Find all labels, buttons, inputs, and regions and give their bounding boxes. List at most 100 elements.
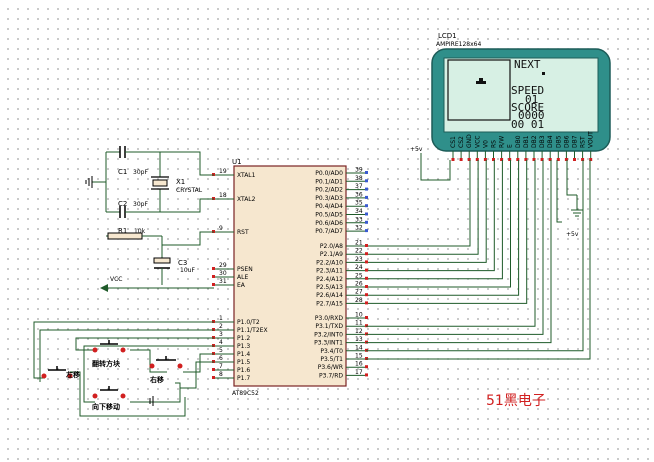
mcu-pin-number-14: 14 xyxy=(355,344,363,351)
mcu-pin-dot-36 xyxy=(365,195,368,199)
lcd-pin-name-3: VCC xyxy=(474,136,481,148)
next-block-preview xyxy=(542,72,545,75)
mcu-pin-name-8: P1.7 xyxy=(237,375,250,382)
mcu-pin-number-10: 10 xyxy=(355,312,363,319)
mcu-pin-name-4: P1.3 xyxy=(237,343,250,350)
mcu-pin-name-33: P0.6/AD6 xyxy=(315,220,343,227)
mcu-pin-number-15: 15 xyxy=(355,353,363,360)
mcu-pin-number-29: 29 xyxy=(219,262,227,269)
power-5v-right-wire xyxy=(556,160,562,223)
lcd-pin-name-14: DB6 xyxy=(563,135,570,148)
lcd-pin-dot-3 xyxy=(475,158,479,161)
x1-desc-label: CRYSTAL xyxy=(176,187,203,194)
mcu-pin-number-3: 3 xyxy=(219,331,223,338)
mcu-pin-number-16: 16 xyxy=(355,361,363,368)
mcu-part-label: AT89C52 xyxy=(232,390,259,397)
mcu-pin-number-27: 27 xyxy=(355,289,363,296)
lcd-pin-name-5: RS xyxy=(491,140,498,148)
lcd-line-speed: SPEED xyxy=(511,84,544,97)
lcd-pin-name-2: GND xyxy=(466,134,473,148)
mcu-pin-name-16: P3.6/WR xyxy=(318,364,343,371)
mcu-pin-name-17: P3.7/RD xyxy=(319,372,343,379)
mcu-pin-dot-30 xyxy=(212,275,215,278)
mcu-pin-name-35: P0.4/AD4 xyxy=(315,203,343,210)
lcd-pin-dot-5 xyxy=(492,158,495,161)
mcu-pin-number-4: 4 xyxy=(219,339,223,346)
mcu-pin-dot-35 xyxy=(365,204,368,208)
brand-watermark: 51黑电子 xyxy=(486,393,546,409)
r1-ref-label: R1 xyxy=(118,227,127,235)
mcu-pin-name-5: P1.4 xyxy=(237,351,250,358)
mcu-pin-name-11: P3.1/TXD xyxy=(315,323,343,330)
lcd-pin-name-0: CS1 xyxy=(450,136,457,148)
mcu-pin-name-6: P1.5 xyxy=(237,359,250,366)
lcd-pin-dot-12 xyxy=(548,158,552,161)
mcu-pin-name-23: P2.2/A10 xyxy=(316,259,343,266)
lcd-module[interactable]: LCD1 AMPIRE128x64 NEXT SPEED 01 SCORE 00… xyxy=(431,32,611,161)
right-button[interactable]: 右移 xyxy=(149,356,183,384)
lcd-pin-dot-10 xyxy=(532,158,536,161)
mcu-pin-dot-39 xyxy=(365,171,368,174)
mcu-pin-number-11: 11 xyxy=(355,320,363,327)
mcu-pin-name-21: P2.0/A8 xyxy=(320,243,343,250)
mcu-pin-dot-34 xyxy=(365,212,368,216)
mcu-pin-name-3: P1.2 xyxy=(237,335,250,342)
lcd-pin-dot-16 xyxy=(581,158,585,161)
lcd-pin-dot-7 xyxy=(508,158,512,161)
mcu-pin-name-14: P3.4/T0 xyxy=(320,348,343,355)
mcu-pin-number-39: 39 xyxy=(355,167,363,174)
bus-wire-0 xyxy=(366,160,471,247)
mcu-pin-number-5: 5 xyxy=(219,347,223,354)
lcd-pin-dot-1 xyxy=(459,158,463,161)
mcu-pin-name-2: P1.1/T2EX xyxy=(237,327,268,334)
mcu-pin-name-26: P2.5/A13 xyxy=(316,284,343,291)
mcu-pin-name-18: XTAL2 xyxy=(237,196,256,203)
lcd-line-next: NEXT xyxy=(514,58,541,71)
mcu-at89c52[interactable]: U1 AT89C52 19XTAL118XTAL29RST29PSEN30ALE… xyxy=(212,158,368,397)
mcu-pin-name-12: P3.2/INT0 xyxy=(314,331,343,338)
mcu-pin-name-19: XTAL1 xyxy=(237,172,256,179)
lcd-pin-dot-2 xyxy=(467,158,471,161)
mcu-pin-dot-38 xyxy=(365,179,368,183)
lcd-pin-dot-9 xyxy=(524,158,528,161)
lcd-pin-name-16: RST xyxy=(580,136,587,148)
mcu-pin-dot-8 xyxy=(212,376,215,379)
p3-wire-2 xyxy=(366,160,552,344)
c1-ref-label: C1 xyxy=(118,168,127,176)
button-panel[interactable]: 翻转方块 左移 右移 向下移动 xyxy=(33,321,214,417)
c3-value-label: 10uF xyxy=(180,267,195,274)
lcd-pin-name-9: DB1 xyxy=(523,135,530,148)
falling-block xyxy=(479,78,483,81)
left-button[interactable]: 左移 xyxy=(41,366,81,379)
down-button-label: 向下移动 xyxy=(92,402,120,411)
mcu-pin-name-24: P2.3/A11 xyxy=(316,268,343,275)
lcd-pin-name-12: DB4 xyxy=(547,135,554,148)
mcu-pin-number-18: 18 xyxy=(219,192,227,199)
c1-value-label: 30pF xyxy=(133,169,148,176)
power-5v-left-wire xyxy=(420,153,451,181)
down-button[interactable]: 向下移动 xyxy=(92,386,126,411)
reset-circuit[interactable]: R1 10k C3 10uF VCC xyxy=(100,227,214,292)
x1-ref-label: X1 xyxy=(176,178,185,186)
lcd-pin-dot-14 xyxy=(564,158,568,161)
mcu-ref-label: U1 xyxy=(232,158,242,166)
oscillator-circuit[interactable]: C1 30pF C2 30pF X1 CRYSTAL xyxy=(85,146,214,218)
mcu-pin-number-13: 13 xyxy=(355,336,363,343)
power-5v-right-label: +5v xyxy=(566,231,579,238)
mcu-pin-dot-21 xyxy=(365,244,368,247)
mcu-pin-dot-22 xyxy=(365,252,368,256)
falling-block-base xyxy=(476,81,486,84)
game-field-border xyxy=(447,59,511,121)
left-button-label: 左移 xyxy=(65,370,80,379)
mcu-pin-name-30: ALE xyxy=(237,274,248,281)
mcu-pin-number-8: 8 xyxy=(219,371,223,378)
mcu-pin-name-10: P3.0/RXD xyxy=(315,315,343,322)
bus-wire-1 xyxy=(366,160,479,255)
mcu-pin-name-39: P0.0/AD0 xyxy=(315,170,343,177)
rotate-button[interactable]: 翻转方块 xyxy=(92,340,126,368)
mcu-pin-dot-29 xyxy=(212,267,215,270)
mcu-pin-dot-32 xyxy=(365,229,368,233)
bus-wire-2 xyxy=(366,160,487,263)
mcu-pin-dot-33 xyxy=(365,220,368,224)
